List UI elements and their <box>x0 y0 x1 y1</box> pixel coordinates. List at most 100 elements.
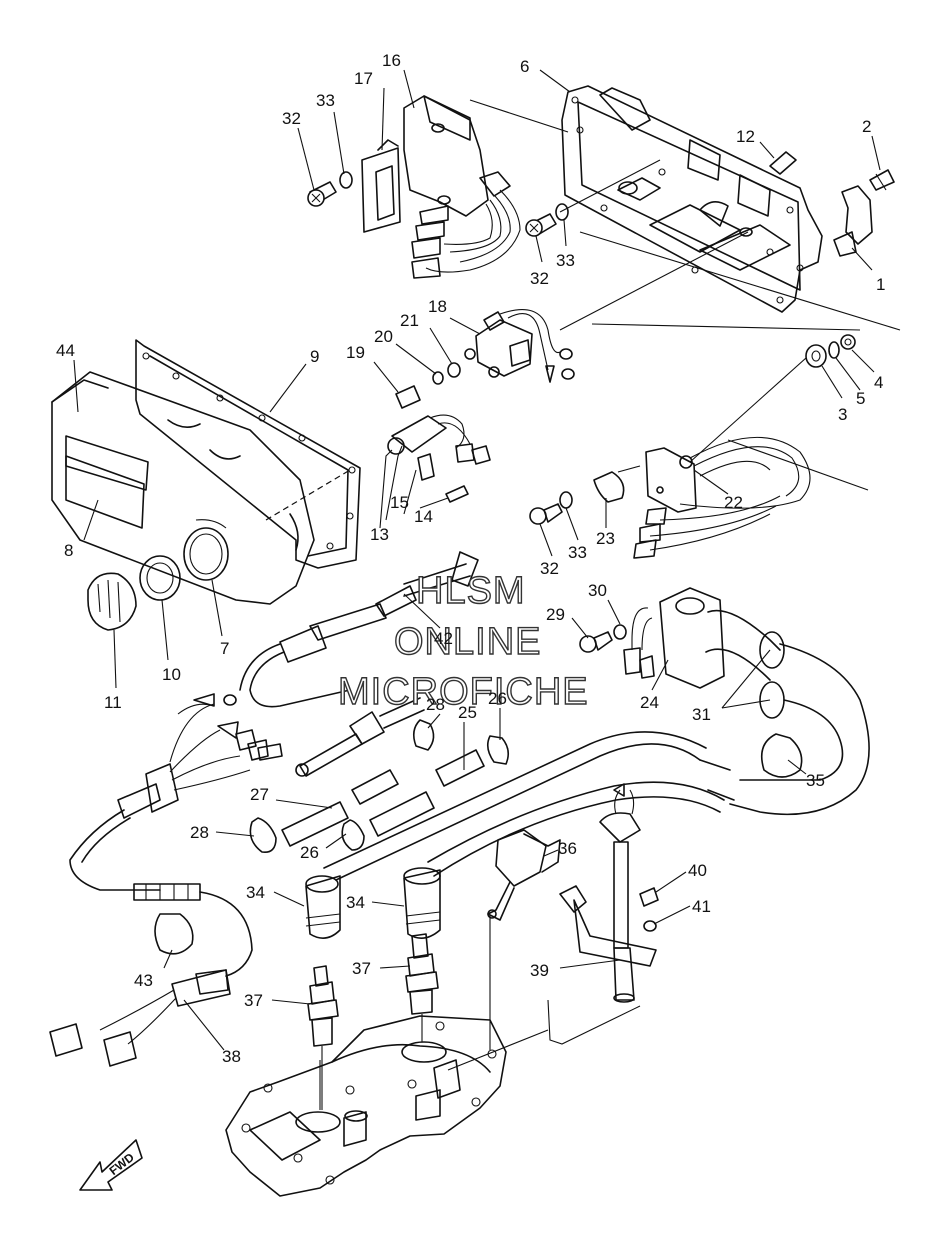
callout-35: 35 <box>806 771 825 790</box>
watermark: HLSM ONLINE MICROFICHE <box>337 569 589 713</box>
callout-31: 31 <box>692 705 711 724</box>
band-43 <box>154 913 194 955</box>
callout-23: 23 <box>596 529 615 548</box>
plug-lead-small <box>295 697 425 777</box>
callout-3: 3 <box>838 405 847 424</box>
callout-18: 18 <box>428 297 447 316</box>
callout-33: 33 <box>316 91 335 110</box>
callout-15: 15 <box>390 493 409 512</box>
watermark-line-1: HLSM <box>416 570 526 612</box>
callout-38: 38 <box>222 1047 241 1066</box>
sensor-39 <box>559 783 657 1003</box>
callout-41: 41 <box>692 897 711 916</box>
band-28-left <box>249 817 277 854</box>
spark-plug-37-right <box>405 933 439 1042</box>
component-13-15 <box>387 414 491 503</box>
callout-leaders <box>73 69 881 1051</box>
bracket-22 <box>633 436 811 559</box>
callout-5: 5 <box>856 389 865 408</box>
screw-32-mid <box>525 203 569 237</box>
callout-33: 33 <box>568 543 587 562</box>
callout-19: 19 <box>346 343 365 362</box>
bolt-12 <box>769 151 797 175</box>
mounting-bracket-17 <box>361 139 401 233</box>
clip-23 <box>593 471 625 503</box>
wire-harness <box>49 693 283 1067</box>
fwd-arrow-icon: FWD <box>79 1139 143 1191</box>
band-35 <box>760 733 803 778</box>
mounting-plate <box>561 85 823 313</box>
callout-30: 30 <box>588 581 607 600</box>
relay-18 <box>464 309 575 383</box>
callout-39: 39 <box>530 961 549 980</box>
watermark-line-2: ONLINE <box>394 621 541 663</box>
callout-1: 1 <box>876 275 885 294</box>
grommet-10 <box>139 555 181 601</box>
bolt-19 <box>395 362 461 409</box>
control-unit <box>403 95 521 279</box>
hightension-lead-right <box>729 643 870 816</box>
cylinder-head <box>225 1015 507 1197</box>
plug-cap-34-right <box>403 867 441 939</box>
callout-42: 42 <box>434 629 453 648</box>
callout-28: 28 <box>190 823 209 842</box>
callout-40: 40 <box>688 861 707 880</box>
tubes-25-27 <box>281 749 485 847</box>
callout-11: 11 <box>104 693 122 712</box>
callout-22: 22 <box>724 493 743 512</box>
screw-29 <box>579 624 627 653</box>
callout-33: 33 <box>556 251 575 270</box>
callout-32: 32 <box>530 269 549 288</box>
callout-2: 2 <box>862 117 871 136</box>
callout-32: 32 <box>540 559 559 578</box>
callout-8: 8 <box>64 541 73 560</box>
callout-17: 17 <box>354 69 373 88</box>
callout-13: 13 <box>370 525 389 544</box>
bolt-40 <box>639 887 659 907</box>
watermark-line-3: MICROFICHE <box>338 671 589 713</box>
cap-11 <box>87 572 137 631</box>
bracket-part <box>833 169 895 257</box>
callout-26: 26 <box>300 843 319 862</box>
callout-26: 26 <box>488 689 507 708</box>
callout-6: 6 <box>520 57 529 76</box>
spark-plug-37-left <box>307 965 339 1110</box>
band-26-top <box>486 735 510 765</box>
lead-42 <box>239 551 479 708</box>
callout-21: 21 <box>400 311 419 330</box>
cover-8 <box>51 371 315 605</box>
gasket-9 <box>135 339 361 569</box>
band-28-top <box>412 719 435 751</box>
callout-12: 12 <box>736 127 755 146</box>
callout-36: 36 <box>558 839 577 858</box>
callout-10: 10 <box>162 665 181 684</box>
ignition-coil-24 <box>623 587 781 689</box>
callout-16: 16 <box>382 51 401 70</box>
washer-41 <box>643 920 657 932</box>
callout-9: 9 <box>310 347 319 366</box>
sensor-36 <box>487 829 561 921</box>
callout-14: 14 <box>414 507 433 526</box>
plug-cap-34-left <box>305 875 341 939</box>
callout-20: 20 <box>374 327 393 346</box>
assembly-lines <box>319 99 901 1110</box>
callout-34: 34 <box>346 893 365 912</box>
callout-labels: 16 17 33 32 6 12 2 1 32 33 18 21 20 19 9… <box>56 51 885 1066</box>
screw-32-top <box>307 171 353 207</box>
plug-lead-left <box>335 743 701 881</box>
callout-28: 28 <box>426 695 445 714</box>
callout-7: 7 <box>220 639 229 658</box>
callout-32: 32 <box>282 109 301 128</box>
washers-3-4-5 <box>805 334 856 368</box>
callout-43: 43 <box>134 971 153 990</box>
callout-27: 27 <box>250 785 269 804</box>
callout-44: 44 <box>56 341 75 360</box>
plug-lead-mid <box>433 796 721 877</box>
callout-29: 29 <box>546 605 565 624</box>
callout-25: 25 <box>458 703 477 722</box>
callout-4: 4 <box>874 373 883 392</box>
fwd-label: FWD <box>107 1150 137 1178</box>
screw-32-right <box>529 491 573 525</box>
callout-34: 34 <box>246 883 265 902</box>
